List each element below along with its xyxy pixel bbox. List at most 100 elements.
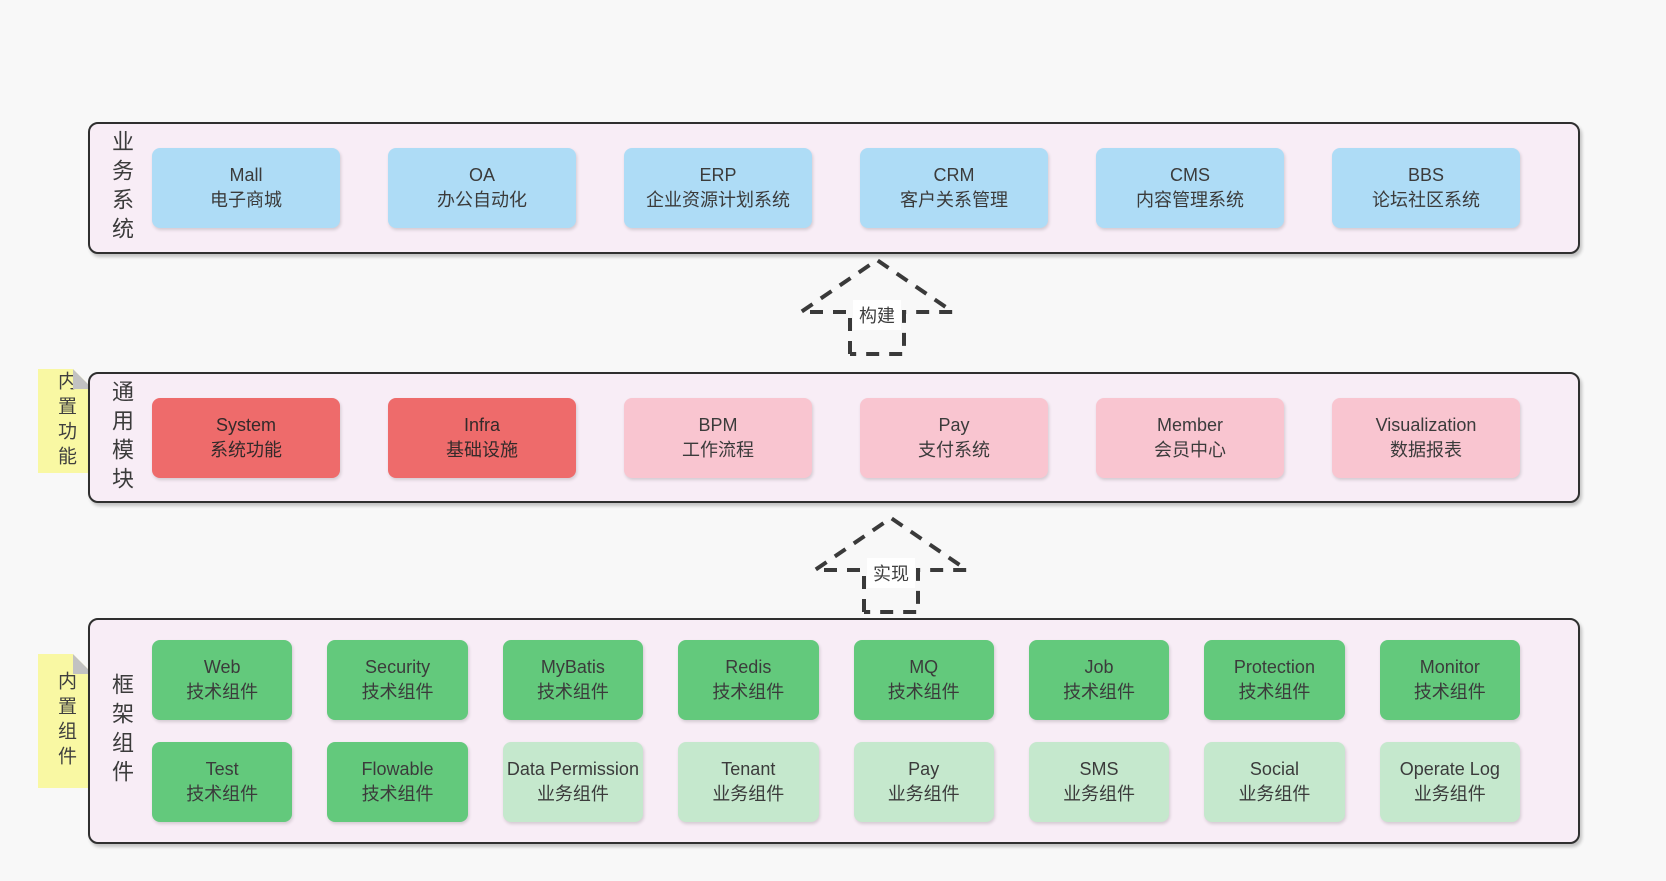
box-title: Social (1249, 759, 1299, 779)
box-title: Mall (229, 165, 263, 185)
box-redis: Redis 技术组件 (678, 640, 819, 720)
box-subtitle: 电子商城 (210, 190, 282, 210)
framework-components-row-2: Test 技术组件 Flowable 技术组件 Data Permission … (152, 742, 1520, 822)
arrow-implement-label: 实现 (867, 558, 915, 588)
box-cms: CMS 内容管理系统 (1096, 148, 1284, 228)
box-title: Member (1156, 414, 1223, 435)
box-subtitle: 技术组件 (712, 682, 785, 702)
box-title: Redis (725, 657, 772, 677)
box-subtitle: 技术组件 (186, 784, 259, 804)
box-title: Operate Log (1399, 759, 1500, 779)
business-systems-row: Mall 电子商城 OA 办公自动化 ERP 企业资源计划系统 CRM 客户关系… (152, 148, 1520, 228)
box-title: Protection (1233, 657, 1315, 677)
box-subtitle: 内容管理系统 (1136, 190, 1244, 210)
section-business-systems: 业务系统 Mall 电子商城 OA 办公自动化 ERP 企业资源计划系统 CRM… (88, 122, 1580, 254)
box-bpm: BPM 工作流程 (624, 397, 812, 478)
section-common-modules: 通用模块 System 系统功能 Infra 基础设施 BPM 工作流程 Pay… (88, 372, 1580, 503)
box-subtitle: 技术组件 (1238, 682, 1311, 702)
box-title: Flowable (361, 759, 434, 779)
box-title: CRM (933, 165, 975, 185)
box-member: Member 会员中心 (1096, 397, 1284, 478)
box-subtitle: 工作流程 (682, 439, 754, 460)
box-subtitle: 技术组件 (361, 784, 434, 804)
box-mq: MQ 技术组件 (853, 640, 994, 720)
box-subtitle: 办公自动化 (437, 190, 527, 210)
box-title: Job (1084, 657, 1114, 677)
box-social: Social 业务组件 (1204, 742, 1345, 822)
box-pay-system: Pay 支付系统 (860, 397, 1048, 478)
box-title: Pay (908, 759, 940, 779)
box-title: Infra (463, 414, 501, 435)
arrow-implement: 实现 (806, 512, 976, 618)
box-subtitle: 技术组件 (1413, 682, 1486, 702)
box-data-permission: Data Permission 业务组件 (502, 742, 644, 822)
section-label-framework-components: 框架组件 (109, 673, 134, 789)
box-subtitle: 技术组件 (361, 682, 434, 702)
box-mall: Mall 电子商城 (152, 148, 340, 228)
box-title: Monitor (1419, 657, 1480, 677)
box-system: System 系统功能 (152, 397, 340, 478)
box-subtitle: 业务组件 (1063, 784, 1136, 804)
framework-components-rows: Web 技术组件 Security 技术组件 MyBatis 技术组件 Redi… (152, 640, 1520, 822)
box-subtitle: 技术组件 (1063, 682, 1136, 702)
box-title: Data Permission (506, 759, 639, 779)
box-monitor: Monitor 技术组件 (1379, 640, 1520, 720)
box-web: Web 技术组件 (152, 640, 293, 720)
box-subtitle: 会员中心 (1154, 439, 1226, 460)
arrow-build-label: 构建 (853, 300, 901, 330)
box-job: Job 技术组件 (1028, 640, 1170, 720)
box-visualization: Visualization 数据报表 (1332, 397, 1520, 478)
box-title: Test (205, 759, 239, 779)
box-subtitle: 业务组件 (1413, 784, 1486, 804)
box-title: MyBatis (540, 657, 605, 677)
box-title: BPM (698, 414, 738, 435)
box-subtitle: 技术组件 (887, 682, 960, 702)
arrow-build: 构建 (792, 254, 962, 360)
box-subtitle: 数据报表 (1390, 439, 1462, 460)
framework-components-row-1: Web 技术组件 Security 技术组件 MyBatis 技术组件 Redi… (152, 640, 1520, 720)
box-mybatis: MyBatis 技术组件 (502, 640, 644, 720)
section-framework-components: 框架组件 Web 技术组件 Security 技术组件 MyBatis 技术组件… (88, 618, 1580, 844)
box-subtitle: 业务组件 (536, 784, 609, 804)
box-title: OA (468, 165, 495, 185)
box-subtitle: 基础设施 (446, 439, 518, 460)
box-title: Visualization (1375, 414, 1477, 435)
box-subtitle: 客户关系管理 (900, 190, 1008, 210)
box-subtitle: 技术组件 (186, 682, 259, 702)
box-title: CMS (1170, 165, 1210, 185)
box-crm: CRM 客户关系管理 (860, 148, 1048, 228)
box-title: Tenant (721, 759, 776, 779)
box-protection: Protection 技术组件 (1204, 640, 1345, 720)
box-operate-log: Operate Log 业务组件 (1379, 742, 1520, 822)
box-title: Security (365, 657, 431, 677)
box-flowable: Flowable 技术组件 (327, 742, 468, 822)
box-security: Security 技术组件 (327, 640, 468, 720)
box-subtitle: 业务组件 (1238, 784, 1311, 804)
section-label-common-modules: 通用模块 (109, 379, 134, 496)
box-erp: ERP 企业资源计划系统 (624, 148, 812, 228)
box-title: System (215, 414, 276, 435)
box-subtitle: 技术组件 (536, 682, 609, 702)
box-subtitle: 业务组件 (712, 784, 785, 804)
box-tenant: Tenant 业务组件 (678, 742, 819, 822)
sticky-note-builtin-features: 内置功能 (38, 369, 93, 473)
box-title: BBS (1407, 165, 1445, 185)
box-bbs: BBS 论坛社区系统 (1332, 148, 1520, 228)
sticky-note-label: 内置功能 (55, 371, 76, 471)
box-test: Test 技术组件 (152, 742, 293, 822)
box-sms: SMS 业务组件 (1028, 742, 1170, 822)
box-subtitle: 企业资源计划系统 (646, 190, 790, 210)
common-modules-row: System 系统功能 Infra 基础设施 BPM 工作流程 Pay 支付系统… (152, 397, 1520, 478)
box-title: ERP (699, 165, 737, 185)
up-arrow-icon (808, 515, 974, 614)
box-title: Pay (938, 414, 970, 435)
box-title: SMS (1079, 759, 1119, 779)
box-pay-component: Pay 业务组件 (853, 742, 994, 822)
box-title: MQ (909, 657, 939, 677)
box-subtitle: 论坛社区系统 (1372, 190, 1480, 210)
sticky-note-builtin-components: 内置组件 (38, 654, 93, 788)
up-arrow-icon (794, 257, 960, 356)
box-subtitle: 业务组件 (887, 784, 960, 804)
box-subtitle: 支付系统 (918, 439, 990, 460)
